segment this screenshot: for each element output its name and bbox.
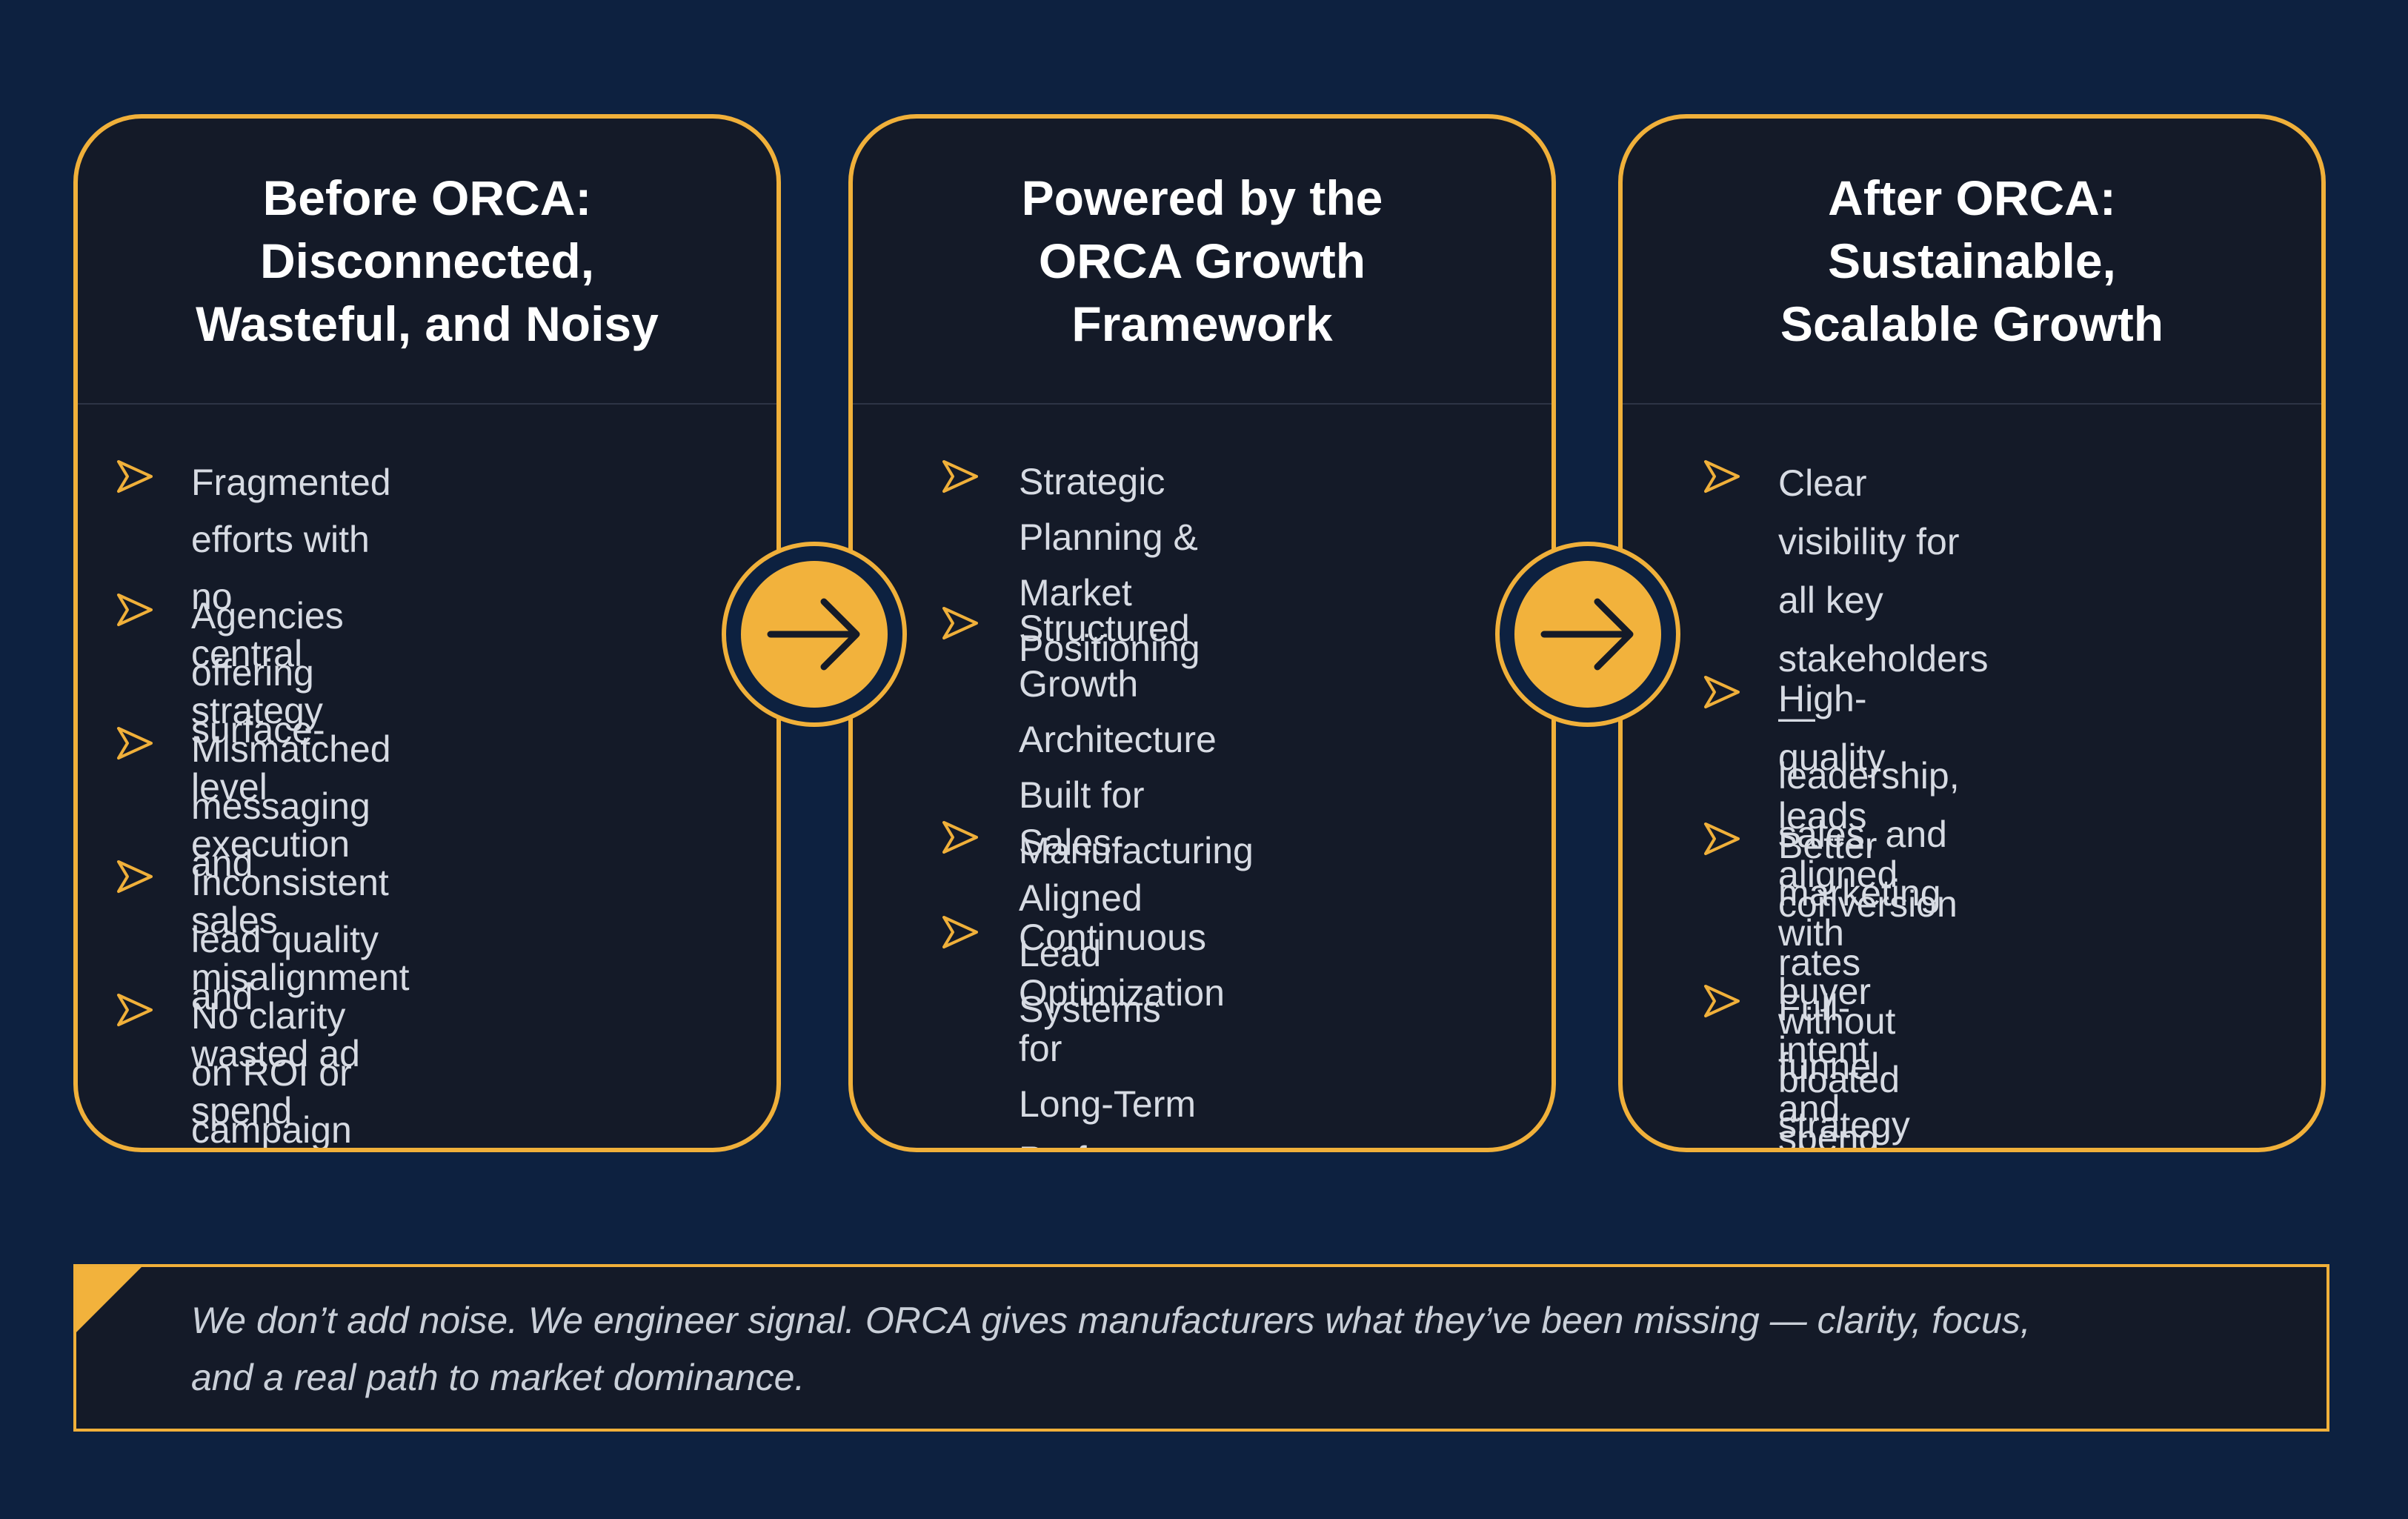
chevron-right-icon <box>1704 676 1740 708</box>
arrow-right-icon <box>1540 598 1634 671</box>
card-title: After ORCA: Sustainable, Scalable Growth <box>1780 170 2164 351</box>
connector-before-to-framework <box>722 542 907 727</box>
connector-badge <box>741 561 888 708</box>
card-header: Powered by the ORCA Growth Framework <box>853 119 1551 405</box>
chevron-right-icon <box>942 916 978 948</box>
connector-framework-to-after <box>1495 542 1680 727</box>
before-orca-card: Before ORCA: Disconnected, Wasteful, and… <box>73 114 781 1152</box>
list-item-text: High-quality leads aligned with buyer in… <box>1778 678 1914 1148</box>
list-item-text: Better conversion rates without bloated … <box>1778 825 1958 1152</box>
card-title: Before ORCA: Disconnected, Wasteful, and… <box>196 170 659 351</box>
chevron-right-icon <box>942 607 978 639</box>
chevron-right-icon <box>117 994 153 1026</box>
chevron-right-icon <box>1704 460 1740 493</box>
chevron-right-icon <box>942 460 978 493</box>
chevron-right-icon <box>1704 985 1740 1017</box>
card-header: After ORCA: Sustainable, Scalable Growth <box>1623 119 2321 405</box>
orca-framework-card: Powered by the ORCA Growth Framework Str… <box>848 114 1556 1152</box>
list-item-text: Inconsistent lead quality and wasted ad … <box>191 862 389 1131</box>
list-item-text: Sales-Aligned Lead Systems <box>1019 822 1161 1030</box>
list-item-text: Mismatched messaging and sales misalignm… <box>191 728 410 998</box>
connector-badge <box>1514 561 1661 708</box>
list-item-text: Continuous Optimization for Long-Term Pe… <box>1019 917 1231 1148</box>
chevron-right-icon <box>117 860 153 893</box>
after-orca-card: After ORCA: Sustainable, Scalable Growth… <box>1618 114 2326 1152</box>
quote-corner-accent <box>76 1267 142 1332</box>
list-item-text: Full-funnel strategy that adapts to mark… <box>1778 987 1910 1146</box>
card-header: Before ORCA: Disconnected, Wasteful, and… <box>78 119 776 405</box>
list-item-text: Structured Growth Architecture Built for… <box>1019 608 1254 871</box>
chevron-right-icon <box>117 460 153 493</box>
chevron-right-icon <box>117 727 153 760</box>
card-title: Powered by the ORCA Growth Framework <box>1021 170 1383 351</box>
quote-text: We don’t add noise. We engineer signal. … <box>191 1300 2031 1398</box>
chevron-right-icon <box>1704 822 1740 855</box>
list-item-text: No clarity on ROI or campaign impact <box>191 995 352 1151</box>
list-item-text: Strategic Planning & Market Positioning <box>1019 461 1200 669</box>
list-item-text: Agencies offering surface-level executio… <box>191 595 350 865</box>
list-item-text: Clear visibility for all key stakeholder… <box>1778 462 1989 914</box>
quote-box: We don’t add noise. We engineer signal. … <box>73 1264 2329 1432</box>
arrow-right-icon <box>767 598 860 671</box>
chevron-right-icon <box>117 594 153 626</box>
chevron-right-icon <box>942 821 978 854</box>
list-item-text: Fragmented efforts with no central strat… <box>191 462 391 731</box>
